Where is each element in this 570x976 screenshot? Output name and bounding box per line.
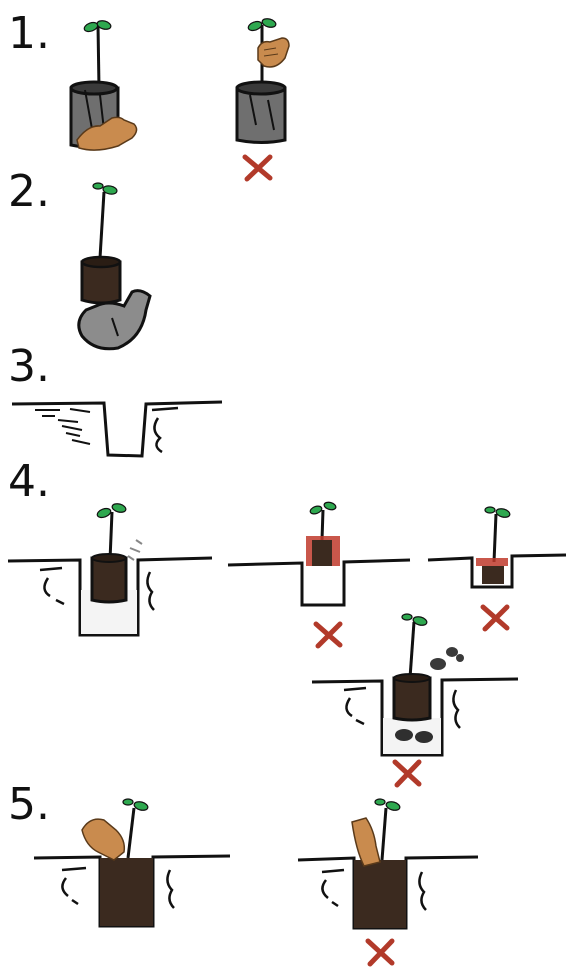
ground-line — [227, 558, 411, 607]
ground-line — [427, 553, 567, 589]
step-5-wrong-illustration — [297, 798, 479, 930]
step-3-number: 3. — [8, 341, 50, 392]
x-mark-icon — [242, 154, 273, 182]
step-3-illustration — [11, 400, 223, 458]
filled-hole — [354, 860, 406, 928]
x-mark-icon — [365, 938, 395, 967]
step-4-number: 4. — [8, 456, 50, 507]
step-5-correct-illustration — [33, 798, 231, 928]
soil-clod — [395, 729, 413, 741]
step-1-correct-illustration — [69, 20, 138, 151]
root-ball — [392, 676, 432, 722]
trowel-icon — [77, 289, 152, 351]
x-mark-icon — [480, 604, 510, 632]
seedling-icon — [96, 503, 127, 561]
seedling-icon — [374, 798, 401, 861]
step-4-wrong-clods-illustration — [311, 613, 519, 757]
step-4-correct-illustration — [7, 503, 213, 637]
soil-clod — [415, 731, 433, 743]
x-mark-icon — [313, 621, 343, 649]
ground-line — [11, 400, 223, 458]
soil-clod — [446, 647, 458, 657]
seedling-icon — [122, 798, 149, 859]
seedling-icon — [309, 501, 337, 541]
seedling-icon — [401, 613, 428, 679]
x-mark-icon — [392, 759, 422, 788]
step-4-wrong-too-deep-illustration — [427, 506, 567, 589]
hand-icon — [257, 37, 290, 68]
hand-icon — [76, 116, 138, 151]
step-5-number: 5. — [8, 779, 50, 830]
seedling-icon — [92, 182, 118, 259]
step-4-wrong-too-high-illustration — [227, 501, 411, 607]
highlight-box — [476, 558, 508, 566]
filled-hole — [100, 858, 153, 926]
hand-icon — [81, 818, 126, 861]
soil-clod — [430, 658, 446, 670]
step-2-illustration — [77, 182, 152, 351]
step-1-wrong-illustration — [235, 18, 290, 144]
seedling-icon — [484, 506, 511, 563]
plant-pot — [235, 86, 287, 144]
seedling-icon — [83, 20, 112, 89]
step-2-number: 2. — [8, 166, 50, 217]
hand-icon — [351, 817, 381, 867]
step-1-number: 1. — [8, 8, 50, 59]
soil-clod — [456, 654, 464, 662]
root-ball — [90, 556, 128, 604]
